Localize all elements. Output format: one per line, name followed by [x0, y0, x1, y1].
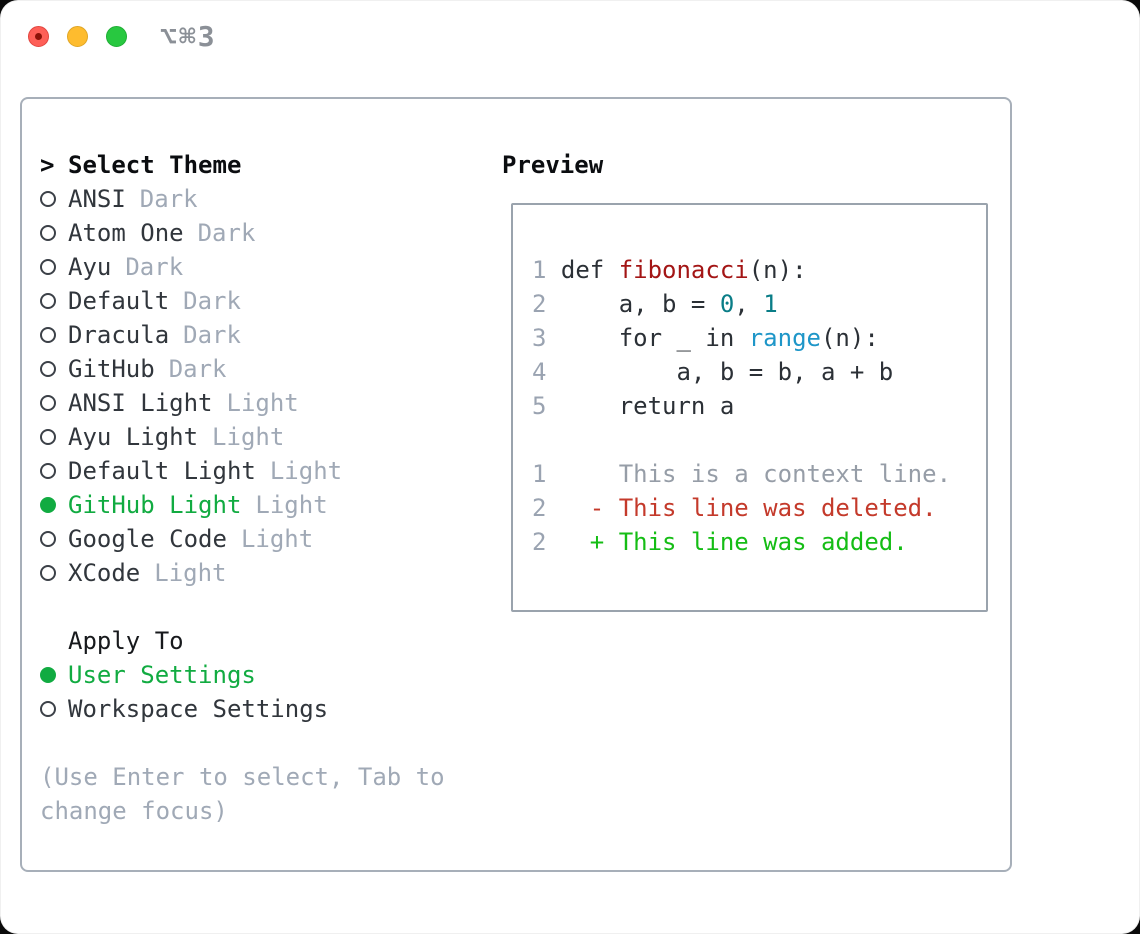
theme-option-ansi-light[interactable]: ANSI Light Light — [40, 386, 490, 420]
zoom-button[interactable] — [106, 26, 127, 47]
function-name: fibonacci — [618, 256, 749, 284]
radio-icon — [40, 293, 68, 309]
theme-tag: Dark — [197, 219, 256, 247]
radio-icon — [40, 429, 68, 445]
radio-icon — [40, 191, 68, 207]
minimize-button[interactable] — [67, 26, 88, 47]
builtin-name: range — [748, 324, 821, 352]
line-number: 1 — [532, 460, 547, 488]
cursor-icon: > — [40, 151, 55, 179]
number-literal: 1 — [763, 290, 778, 318]
spacer — [40, 590, 490, 624]
apply-option-user-settings[interactable]: User Settings — [40, 658, 490, 692]
theme-option-xcode-light[interactable]: XCode Light — [40, 556, 490, 590]
theme-name: Default — [68, 287, 170, 315]
line-number: 1 — [532, 256, 547, 284]
radio-icon — [40, 327, 68, 343]
theme-name: Default Light — [68, 457, 256, 485]
close-button[interactable] — [28, 26, 49, 47]
apply-option-label: User Settings — [68, 661, 256, 689]
diff-added-line: 2 + This line was added. — [532, 525, 986, 559]
line-number: 5 — [532, 392, 547, 420]
theme-name: ANSI Light — [68, 389, 213, 417]
theme-name: XCode — [68, 559, 141, 587]
preview-title: Preview — [502, 151, 604, 179]
apply-to-label: Apply To — [68, 627, 184, 655]
theme-option-google-code-light[interactable]: Google Code Light — [40, 522, 490, 556]
apply-option-workspace-settings[interactable]: Workspace Settings — [40, 692, 490, 726]
radio-icon — [40, 701, 68, 717]
theme-name: Ayu Light — [68, 423, 199, 451]
theme-option-dracula-dark[interactable]: Dracula Dark — [40, 318, 490, 352]
apply-option-label: Workspace Settings — [68, 695, 329, 723]
line-number: 3 — [532, 324, 547, 352]
theme-name: Atom One — [68, 219, 184, 247]
theme-picker-panel: > Select Theme ANSI Dark Atom One Dark A… — [20, 97, 1012, 872]
radio-icon — [40, 395, 68, 411]
apply-to-header: Apply To — [40, 624, 490, 658]
theme-name: Dracula — [68, 321, 170, 349]
line-number: 2 — [532, 290, 547, 318]
code-line: 3 for _ in range(n): — [532, 321, 986, 355]
theme-tag: Dark — [183, 287, 241, 315]
code-line: 4 a, b = b, a + b — [532, 355, 986, 389]
theme-tag: Dark — [183, 321, 241, 349]
theme-tag: Dark — [168, 355, 227, 383]
theme-name: GitHub — [68, 355, 155, 383]
spacer — [40, 726, 490, 760]
radio-icon — [40, 225, 68, 241]
theme-option-ayu-dark[interactable]: Ayu Dark — [40, 250, 490, 284]
diff-context-line: 1 This is a context line. — [532, 457, 986, 491]
number-literal: 0 — [719, 290, 735, 318]
line-number: 4 — [532, 358, 547, 386]
blank-line — [532, 423, 986, 457]
line-number: 2 — [532, 494, 547, 522]
radio-selected-icon — [40, 667, 68, 683]
title-bar: ⌥⌘3 — [0, 0, 1140, 75]
code-line: 5 return a — [532, 389, 986, 423]
theme-tag: Light — [255, 491, 328, 519]
radio-icon — [40, 361, 68, 377]
diff-deleted-line: 2 - This line was deleted. — [532, 491, 986, 525]
line-number: 2 — [532, 528, 547, 556]
theme-option-default-dark[interactable]: Default Dark — [40, 284, 490, 318]
theme-name: Ayu — [68, 253, 112, 281]
theme-option-github-light-selected[interactable]: GitHub Light Light — [40, 488, 490, 522]
hint-text-line2: change focus) — [40, 797, 228, 825]
window-title: ⌥⌘3 — [160, 20, 217, 53]
theme-tag: Light — [226, 389, 299, 417]
theme-list: > Select Theme ANSI Dark Atom One Dark A… — [40, 148, 490, 828]
theme-tag: Light — [240, 525, 314, 553]
theme-option-atom-one-dark[interactable]: Atom One Dark — [40, 216, 490, 250]
hint-text-line1: (Use Enter to select, Tab to — [40, 763, 445, 791]
theme-tag: Dark — [125, 253, 184, 281]
radio-icon — [40, 531, 68, 547]
theme-tag: Light — [212, 423, 285, 451]
theme-option-ayu-light[interactable]: Ayu Light Light — [40, 420, 490, 454]
theme-name: Google Code — [68, 525, 227, 553]
section-title: Select Theme — [68, 151, 242, 179]
radio-icon — [40, 463, 68, 479]
radio-icon — [40, 259, 68, 275]
theme-tag: Light — [154, 559, 227, 587]
theme-name: GitHub Light — [68, 491, 242, 519]
radio-icon — [40, 565, 68, 581]
theme-option-ansi-dark[interactable]: ANSI Dark — [40, 182, 490, 216]
theme-list-header: > Select Theme — [40, 148, 490, 182]
theme-name: ANSI — [68, 185, 126, 213]
theme-tag: Dark — [139, 185, 198, 213]
theme-option-github-dark[interactable]: GitHub Dark — [40, 352, 490, 386]
code-line: 2 a, b = 0, 1 — [532, 287, 986, 321]
theme-option-default-light[interactable]: Default Light Light — [40, 454, 490, 488]
theme-tag: Light — [269, 457, 343, 485]
radio-selected-icon — [40, 497, 68, 513]
